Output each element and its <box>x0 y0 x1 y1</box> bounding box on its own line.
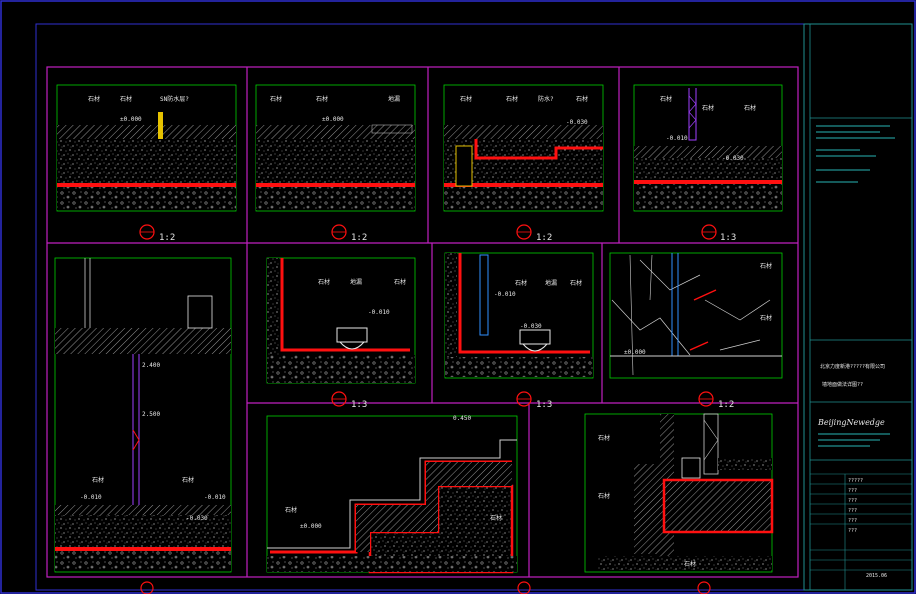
detail-10-callout <box>697 581 711 594</box>
detail-8: 石材 石材 ±0.000 1:2 <box>609 252 783 410</box>
detail-5-level-5: -0.030 <box>186 515 208 522</box>
detail-8-label-2: 石材 <box>760 314 772 322</box>
detail-7-label-2: 石材 <box>570 279 582 287</box>
detail-2-label-2: 石材 <box>316 95 328 103</box>
detail-4: 石材 石材 石材 -0.010 -0.030 1:3 <box>633 84 783 243</box>
detail-9-label-2: 石材 <box>490 514 502 522</box>
detail-1-level: ±0.000 <box>120 116 142 123</box>
detail-1-scale: 1:2 <box>159 233 175 243</box>
detail-3: 石材 石材 防水? 石材 -0.030 1:2 <box>443 84 604 243</box>
title-block-drawing-name: 墙地面做法详图?? <box>822 381 863 388</box>
detail-3-scale: 1:2 <box>536 233 552 243</box>
detail-6-scale: 1:3 <box>351 400 367 410</box>
detail-1-label-2: 石材 <box>120 95 132 103</box>
detail-5-level-3: -0.010 <box>80 494 102 501</box>
detail-3-label-3: 防水? <box>538 95 554 103</box>
detail-4-callout: 1:3 <box>701 224 736 243</box>
detail-2-label-3: 地漏 <box>388 95 400 103</box>
title-block-table: ????? ??? ??? ??? ??? ??? 2015.06 <box>810 473 912 590</box>
detail-2-scale: 1:2 <box>351 233 367 243</box>
detail-10: 石材 石材 石材 <box>584 413 774 594</box>
detail-7-callout: 1:3 <box>516 391 552 410</box>
detail-1-label-1: 石材 <box>88 95 100 103</box>
detail-6-label-1: 石材 <box>318 278 330 286</box>
detail-1-callout: 1:2 <box>139 224 175 243</box>
title-block-notes <box>816 125 895 183</box>
title-block-row-4: ??? <box>848 508 857 514</box>
title-block-row-1: ????? <box>848 478 863 484</box>
title-block-row-5: ??? <box>848 518 857 524</box>
detail-9-label-1: 石材 <box>285 506 297 514</box>
detail-5: 2.400 2.500 石材 石材 -0.010 -0.010 -0.030 <box>54 257 232 594</box>
detail-7-level-1: -0.010 <box>494 291 516 298</box>
detail-8-scale: 1:2 <box>718 400 734 410</box>
detail-6: 石材 石材 地漏 -0.010 1:3 <box>266 257 416 410</box>
detail-7: 石材 石材 地漏 -0.010 -0.030 1:3 <box>444 252 594 410</box>
detail-5-level-1: 2.400 <box>142 362 160 369</box>
detail-4-level-2: -0.030 <box>722 155 744 162</box>
detail-8-callout: 1:2 <box>698 391 734 410</box>
detail-7-label-1: 石材 <box>515 279 527 287</box>
detail-7-label-3: 地漏 <box>545 279 557 287</box>
detail-4-level-1: -0.010 <box>666 135 688 142</box>
title-block-row-3: ??? <box>848 498 857 504</box>
detail-3-level: -0.030 <box>566 119 588 126</box>
title-block-project-lines <box>818 433 890 447</box>
title-block-company: 北京力度新港?????有限公司 <box>820 363 885 370</box>
detail-3-label-4: 石材 <box>576 95 588 103</box>
detail-9-level-2: ±0.000 <box>300 523 322 530</box>
detail-5-level-4: -0.010 <box>204 494 226 501</box>
detail-2: 石材 石材 地漏 ±0.000 1:2 <box>255 84 416 243</box>
detail-8-level: ±0.000 <box>624 349 646 356</box>
title-block-project-logo: BeijingNewedge <box>817 418 885 427</box>
detail-9: 0.450 石材 石材 ±0.000 <box>266 415 531 594</box>
detail-2-label-1: 石材 <box>270 95 282 103</box>
detail-10-label-3: 石材 <box>684 560 696 568</box>
detail-1: 石材 石材 SN防水层? ±0.000 1:2 <box>56 84 237 243</box>
detail-5-level-2: 2.500 <box>142 411 160 418</box>
detail-4-label-1: 石材 <box>660 95 672 103</box>
title-block-date: 2015.06 <box>866 573 887 579</box>
detail-9-callout <box>517 581 531 594</box>
detail-2-level: ±0.000 <box>322 116 344 123</box>
title-block: 北京力度新港?????有限公司 墙地面做法详图?? BeijingNewedge… <box>803 23 913 591</box>
detail-3-callout: 1:2 <box>516 224 552 243</box>
detail-8-label-1: 石材 <box>760 262 772 270</box>
detail-3-label-1: 石材 <box>460 95 472 103</box>
detail-6-label-3: 地漏 <box>350 278 362 286</box>
title-block-row-2: ??? <box>848 488 857 494</box>
detail-1-label-3: SN防水层? <box>160 95 189 103</box>
detail-2-callout: 1:2 <box>331 224 367 243</box>
detail-7-level-2: -0.030 <box>520 323 542 330</box>
detail-frames <box>46 66 799 578</box>
detail-6-level: -0.010 <box>368 309 390 316</box>
detail-10-label-1: 石材 <box>598 434 610 442</box>
detail-3-label-2: 石材 <box>506 95 518 103</box>
detail-5-label-1: 石材 <box>92 476 104 484</box>
detail-7-scale: 1:3 <box>536 400 552 410</box>
detail-6-label-2: 石材 <box>394 278 406 286</box>
detail-4-label-2: 石材 <box>702 104 714 112</box>
detail-5-label-2: 石材 <box>182 476 194 484</box>
detail-5-callout <box>140 581 154 594</box>
detail-4-label-3: 石材 <box>744 104 756 112</box>
detail-10-label-2: 石材 <box>598 492 610 500</box>
detail-9-level-1: 0.450 <box>453 415 471 422</box>
detail-6-callout: 1:3 <box>331 391 367 410</box>
title-block-row-6: ??? <box>848 528 857 534</box>
detail-4-scale: 1:3 <box>720 233 736 243</box>
